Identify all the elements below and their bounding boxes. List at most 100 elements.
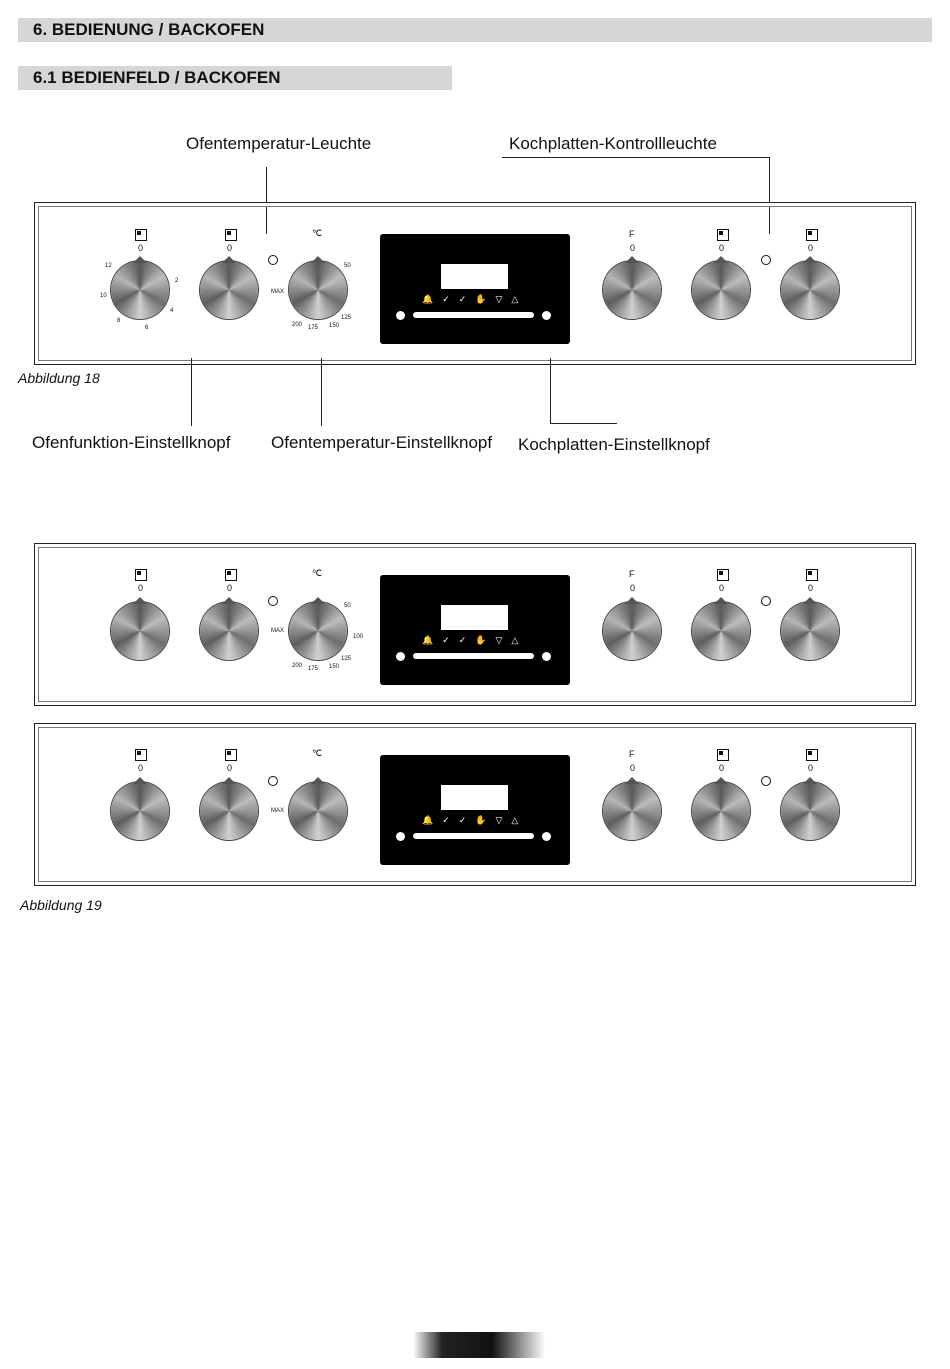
- knob-zero-label: 0: [630, 763, 636, 773]
- function-label: F: [629, 569, 635, 579]
- section-heading: 6. BEDIENUNG / BACKOFEN: [33, 20, 265, 39]
- celsius-label: ℃: [312, 748, 323, 758]
- knob-zero-label: 0: [808, 763, 814, 773]
- hob-knob[interactable]: [200, 597, 258, 660]
- scale-label: 8: [117, 318, 121, 324]
- knob-zero-label: 0: [719, 583, 725, 593]
- touch-dot-left[interactable]: [396, 832, 405, 841]
- hob-zone-icon: [806, 749, 818, 761]
- knob-zero-label: 0: [138, 583, 144, 593]
- leader-oven-temp-lamp: [266, 167, 267, 234]
- knob-zero-label: 0: [719, 243, 725, 253]
- temp-scale-label: 175: [308, 666, 319, 672]
- hob-zone-icon: [225, 569, 237, 581]
- oven-function-knob[interactable]: [111, 597, 169, 660]
- display-screen: [441, 785, 508, 810]
- temp-scale-label: 175: [308, 325, 319, 331]
- control-panel-fig18: 0 0 ℃ F 0 0 0 MAX 12 10 8 6 4 2 50 125 1…: [34, 202, 916, 365]
- celsius-label: ℃: [312, 228, 323, 238]
- touch-slider[interactable]: [413, 653, 534, 659]
- knob-zero-label: 0: [227, 243, 233, 253]
- hob-control-lamp: [761, 255, 771, 265]
- touch-dot-right[interactable]: [542, 832, 551, 841]
- hob-zone-icon: [806, 569, 818, 581]
- function-selector-knob[interactable]: [603, 597, 661, 660]
- function-label: F: [629, 229, 635, 239]
- touch-slider[interactable]: [413, 312, 534, 318]
- temp-scale-label: 150: [329, 664, 340, 670]
- max-label: MAX: [271, 808, 285, 814]
- control-display: 🔔✓✓✋▽△: [380, 575, 570, 685]
- oven-temp-knob[interactable]: [289, 597, 347, 660]
- control-display: 🔔✓✓✋▽△: [380, 755, 570, 865]
- touch-dot-right[interactable]: [542, 652, 551, 661]
- max-label: MAX: [271, 628, 285, 634]
- leader-hob-knob-h: [550, 423, 617, 424]
- touch-dot-right[interactable]: [542, 311, 551, 320]
- hob-control-lamp: [761, 596, 771, 606]
- hob-knob[interactable]: [200, 256, 258, 319]
- oven-temp-lamp: [268, 776, 278, 786]
- page-footer-bar: [413, 1332, 545, 1358]
- temp-scale-label: 125: [341, 315, 352, 321]
- oven-temp-lamp: [268, 596, 278, 606]
- celsius-label: ℃: [312, 568, 323, 578]
- hob-zone-icon: [717, 569, 729, 581]
- knob-zero-label: 0: [630, 243, 636, 253]
- hob-knob[interactable]: [692, 256, 750, 319]
- hob-zone-icon: [225, 229, 237, 241]
- callout-oven-temp-knob: Ofentemperatur-Einstellknopf: [271, 433, 493, 452]
- hob-zone-icon: [135, 569, 147, 581]
- knob-zero-label: 0: [808, 243, 814, 253]
- hob-zone-icon: [225, 749, 237, 761]
- hob-knob[interactable]: [781, 597, 839, 660]
- scale-label: 6: [145, 325, 149, 331]
- callout-hob-control-lamp: Kochplatten-Kontrollleuchte: [509, 134, 717, 153]
- callout-oven-function-knob: Ofenfunktion-Einstellknopf: [32, 433, 231, 452]
- touch-dot-left[interactable]: [396, 652, 405, 661]
- knob-zero-label: 0: [719, 763, 725, 773]
- display-screen: [441, 264, 508, 289]
- leader-temp-knob: [321, 358, 322, 426]
- leader-hob-lamp-v: [769, 157, 770, 234]
- hob-zone-icon: [717, 749, 729, 761]
- temp-scale-label: 150: [329, 323, 340, 329]
- callout-oven-temp-lamp: Ofentemperatur-Leuchte: [186, 134, 372, 153]
- oven-temp-knob[interactable]: [289, 256, 347, 319]
- oven-function-knob[interactable]: [111, 777, 169, 840]
- caption-figure19: Abbildung 19: [20, 897, 102, 913]
- touch-dot-left[interactable]: [396, 311, 405, 320]
- function-selector-knob[interactable]: [603, 256, 661, 319]
- oven-temp-knob[interactable]: [289, 777, 347, 840]
- hob-zone-icon: [717, 229, 729, 241]
- hob-knob[interactable]: [781, 256, 839, 319]
- temp-scale-label: 125: [341, 656, 352, 662]
- control-panel-fig19-a: 0 0 ℃ F 0 0 0 MAX 50 100 125 150 175 200…: [34, 543, 916, 706]
- hob-zone-icon: [135, 229, 147, 241]
- scale-label: 10: [100, 293, 107, 299]
- touch-keys: 🔔✓✓✋▽△: [422, 815, 528, 825]
- knob-zero-label: 0: [227, 583, 233, 593]
- leader-hob-lamp-h: [502, 157, 770, 158]
- knob-zero-label: 0: [630, 583, 636, 593]
- knob-zero-label: 0: [227, 763, 233, 773]
- touch-keys: 🔔✓✓✋▽△: [422, 294, 528, 304]
- callout-hob-knob: Kochplatten-Einstellknopf: [518, 435, 710, 454]
- leader-hob-knob-v: [550, 358, 551, 423]
- scale-label: 4: [170, 308, 174, 314]
- oven-function-knob[interactable]: [111, 256, 169, 319]
- touch-slider[interactable]: [413, 833, 534, 839]
- subsection-heading: 6.1 BEDIENFELD / BACKOFEN: [33, 68, 281, 87]
- scale-label: 12: [105, 263, 112, 269]
- hob-knob[interactable]: [781, 777, 839, 840]
- hob-knob[interactable]: [692, 597, 750, 660]
- oven-temp-lamp: [268, 255, 278, 265]
- hob-knob[interactable]: [692, 777, 750, 840]
- max-label: MAX: [271, 289, 285, 295]
- temp-scale-label: 200: [292, 322, 303, 328]
- leader-function-knob: [191, 358, 192, 426]
- function-selector-knob[interactable]: [603, 777, 661, 840]
- temp-scale-label: 50: [344, 263, 351, 269]
- knob-zero-label: 0: [138, 243, 144, 253]
- hob-knob[interactable]: [200, 777, 258, 840]
